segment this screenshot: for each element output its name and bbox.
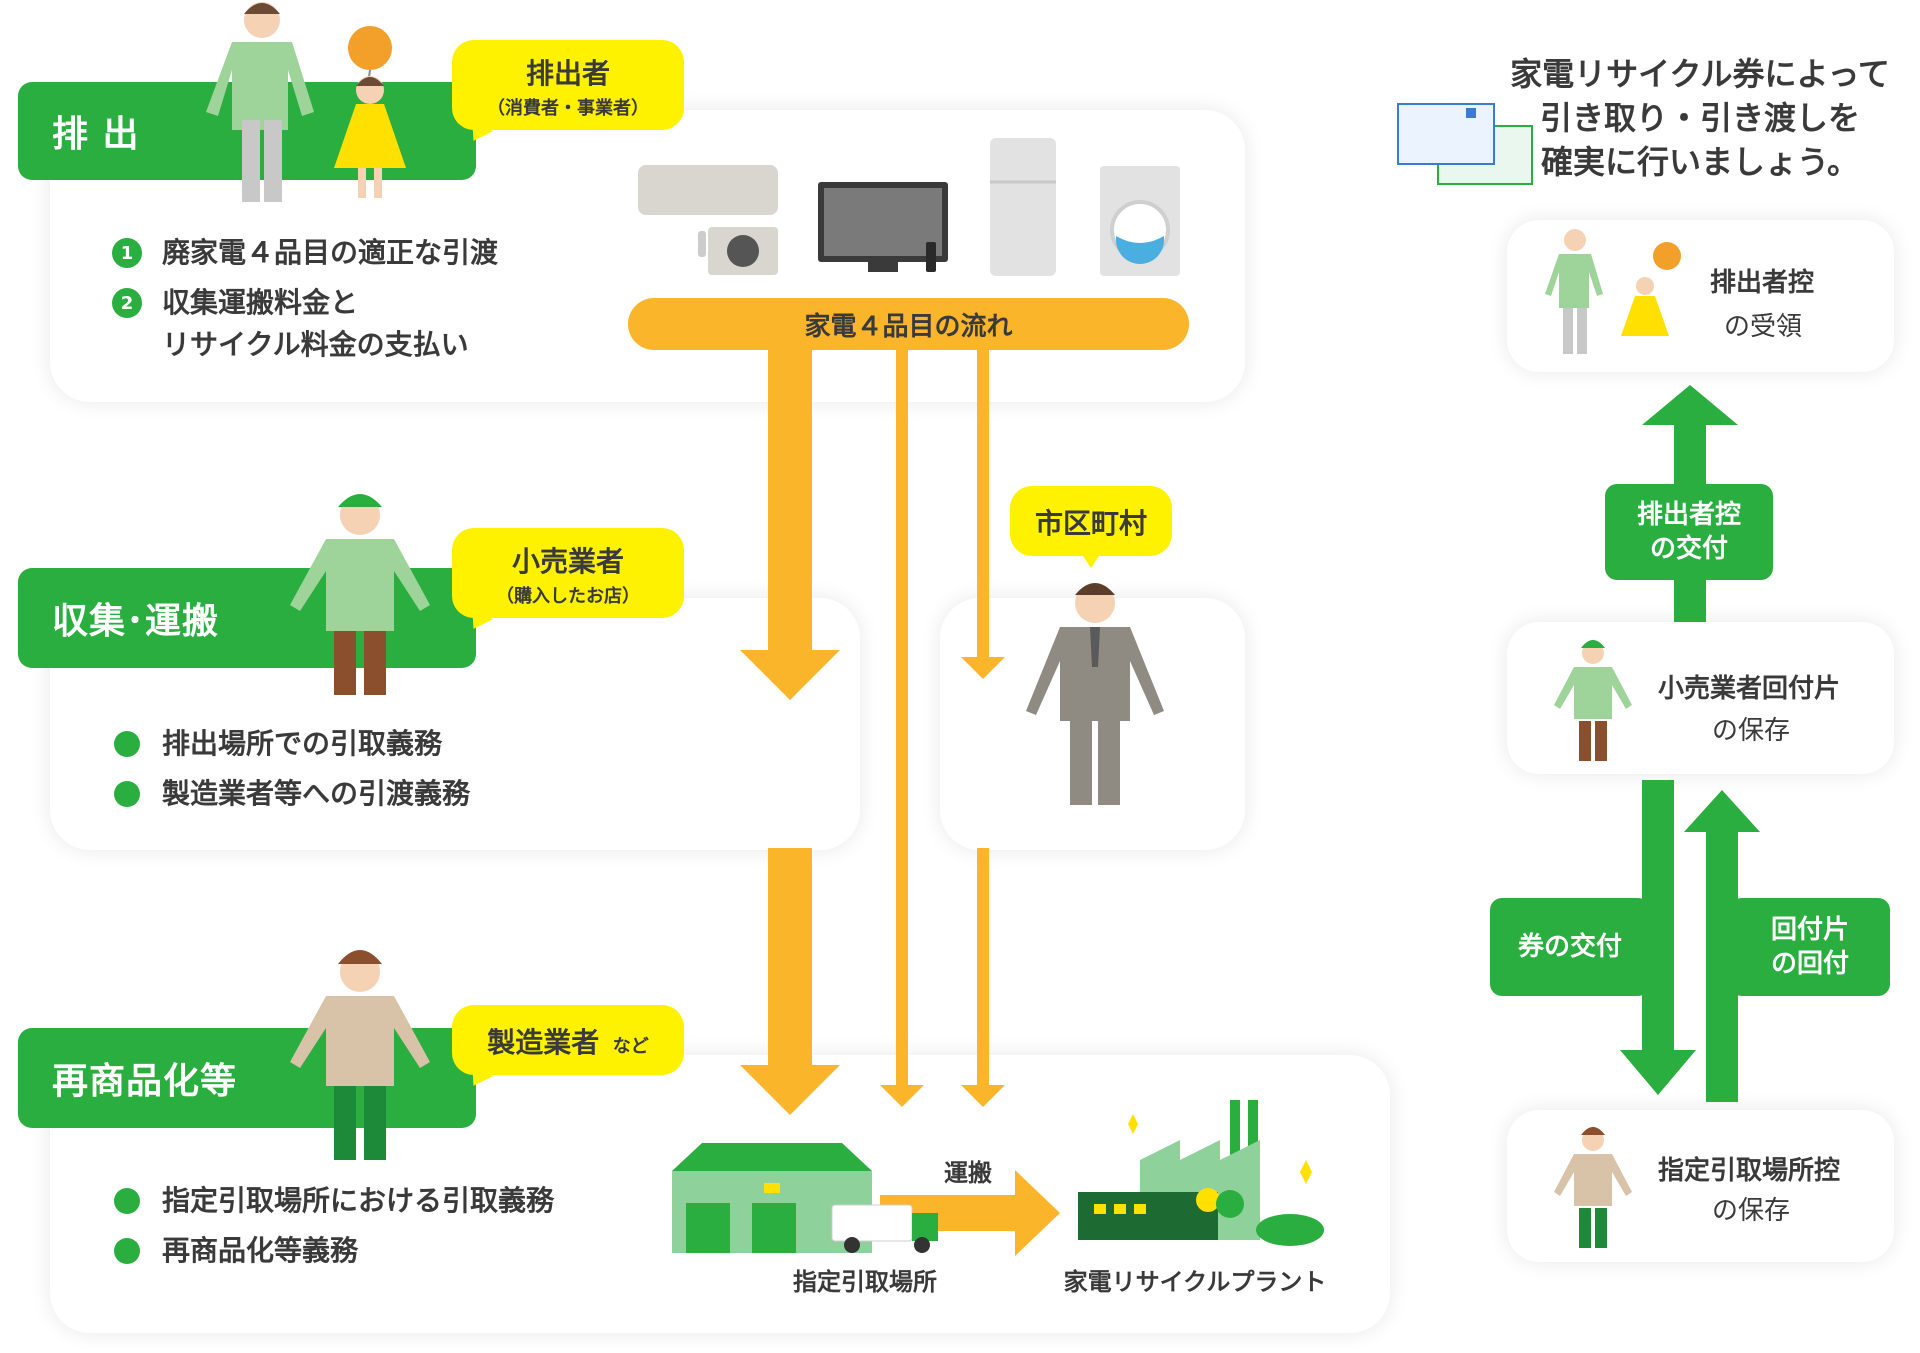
return-slip-label: 回付片 の回付: [1730, 898, 1890, 996]
television-icon: [818, 182, 948, 272]
washing-machine-icon: [1100, 166, 1180, 276]
actor-bubble-retailer: 小売業者 （購入したお店）: [452, 528, 684, 635]
manufacturer-icon: [1554, 1127, 1632, 1248]
discharge-item-1: 廃家電４品目の適正な引渡: [162, 236, 499, 269]
actor-suffix: など: [612, 1036, 649, 1057]
municipality-label: 市区町村: [1034, 507, 1147, 540]
bullet: [114, 781, 140, 807]
designated-site-label: 指定引取場所: [793, 1268, 937, 1296]
air-conditioner-icon: [638, 165, 778, 275]
headline-line-2: 引き取り・引き渡しを: [1539, 99, 1860, 137]
appliance-flow-label: 家電４品目の流れ: [628, 298, 1189, 350]
collection-item-2: 製造業者等への引渡義務: [162, 777, 471, 810]
discharge-item-2: 収集運搬料金と リサイクル料金の支払い: [162, 286, 469, 361]
card-sub: の保存: [1712, 716, 1791, 746]
actor-sub: （消費者・事業者）: [487, 98, 649, 119]
municipality-official-illustration: [1026, 583, 1164, 805]
banner-collection: 収集･運搬: [18, 568, 476, 668]
issue-discharger-copy-label: 排出者控 の交付: [1605, 484, 1773, 580]
designated-site-building-icon: [672, 1143, 938, 1253]
actor-bubble-discharger: 排出者 （消費者・事業者）: [452, 40, 684, 147]
ticket-headline: 家電リサイクル券によって 引き取り・引き渡しを 確実に行いましょう。: [1500, 52, 1900, 184]
recycling-item-1: 指定引取場所における引取義務: [162, 1184, 555, 1217]
actor-main: 製造業者: [487, 1026, 600, 1059]
discharger-family-illustration: [206, 2, 406, 202]
actor-main: 排出者: [525, 57, 610, 90]
recycling-ticket-icon: [1397, 103, 1533, 185]
actor-sub: （購入したお店）: [496, 586, 640, 607]
manufacturer-illustration: [290, 950, 430, 1160]
card-title: 小売業者回付片: [1658, 674, 1841, 704]
designated-site-copy-card: [1507, 1110, 1894, 1262]
card-title: 排出者控: [1710, 268, 1815, 298]
refrigerator-icon: [990, 138, 1056, 276]
headline-line-1: 家電リサイクル券によって: [1510, 55, 1890, 93]
headline-line-3: 確実に行いましょう。: [1540, 143, 1860, 181]
recycling-plant-label: 家電リサイクルプラント: [1063, 1268, 1327, 1296]
recycling-plant-icon: [1078, 1100, 1324, 1246]
actor-bubble-manufacturer: 製造業者 など: [452, 1005, 684, 1092]
bullet: [114, 731, 140, 757]
bullet: [114, 1238, 140, 1264]
discharger-family-icon: [1545, 229, 1681, 354]
banner-recycling: 再商品化等: [18, 1028, 476, 1128]
retailer-slip-card: [1507, 622, 1894, 774]
municipality-bubble: 市区町村: [1010, 486, 1172, 568]
collection-item-1: 排出場所での引取義務: [162, 727, 443, 760]
retailer-icon: [1554, 640, 1632, 761]
retailer-illustration: [290, 494, 430, 695]
recycling-item-2: 再商品化等義務: [162, 1234, 359, 1267]
item-number-1: 1: [112, 238, 142, 268]
card-title: 指定引取場所控: [1658, 1156, 1841, 1186]
card-sub: の保存: [1712, 1196, 1791, 1226]
bullet: [114, 1188, 140, 1214]
item-number-2: 2: [112, 288, 142, 318]
card-sub: の受領: [1724, 312, 1803, 342]
actor-main: 小売業者: [511, 545, 624, 578]
issue-ticket-label: 券の交付: [1490, 898, 1650, 996]
transport-label: 運搬: [944, 1159, 992, 1187]
